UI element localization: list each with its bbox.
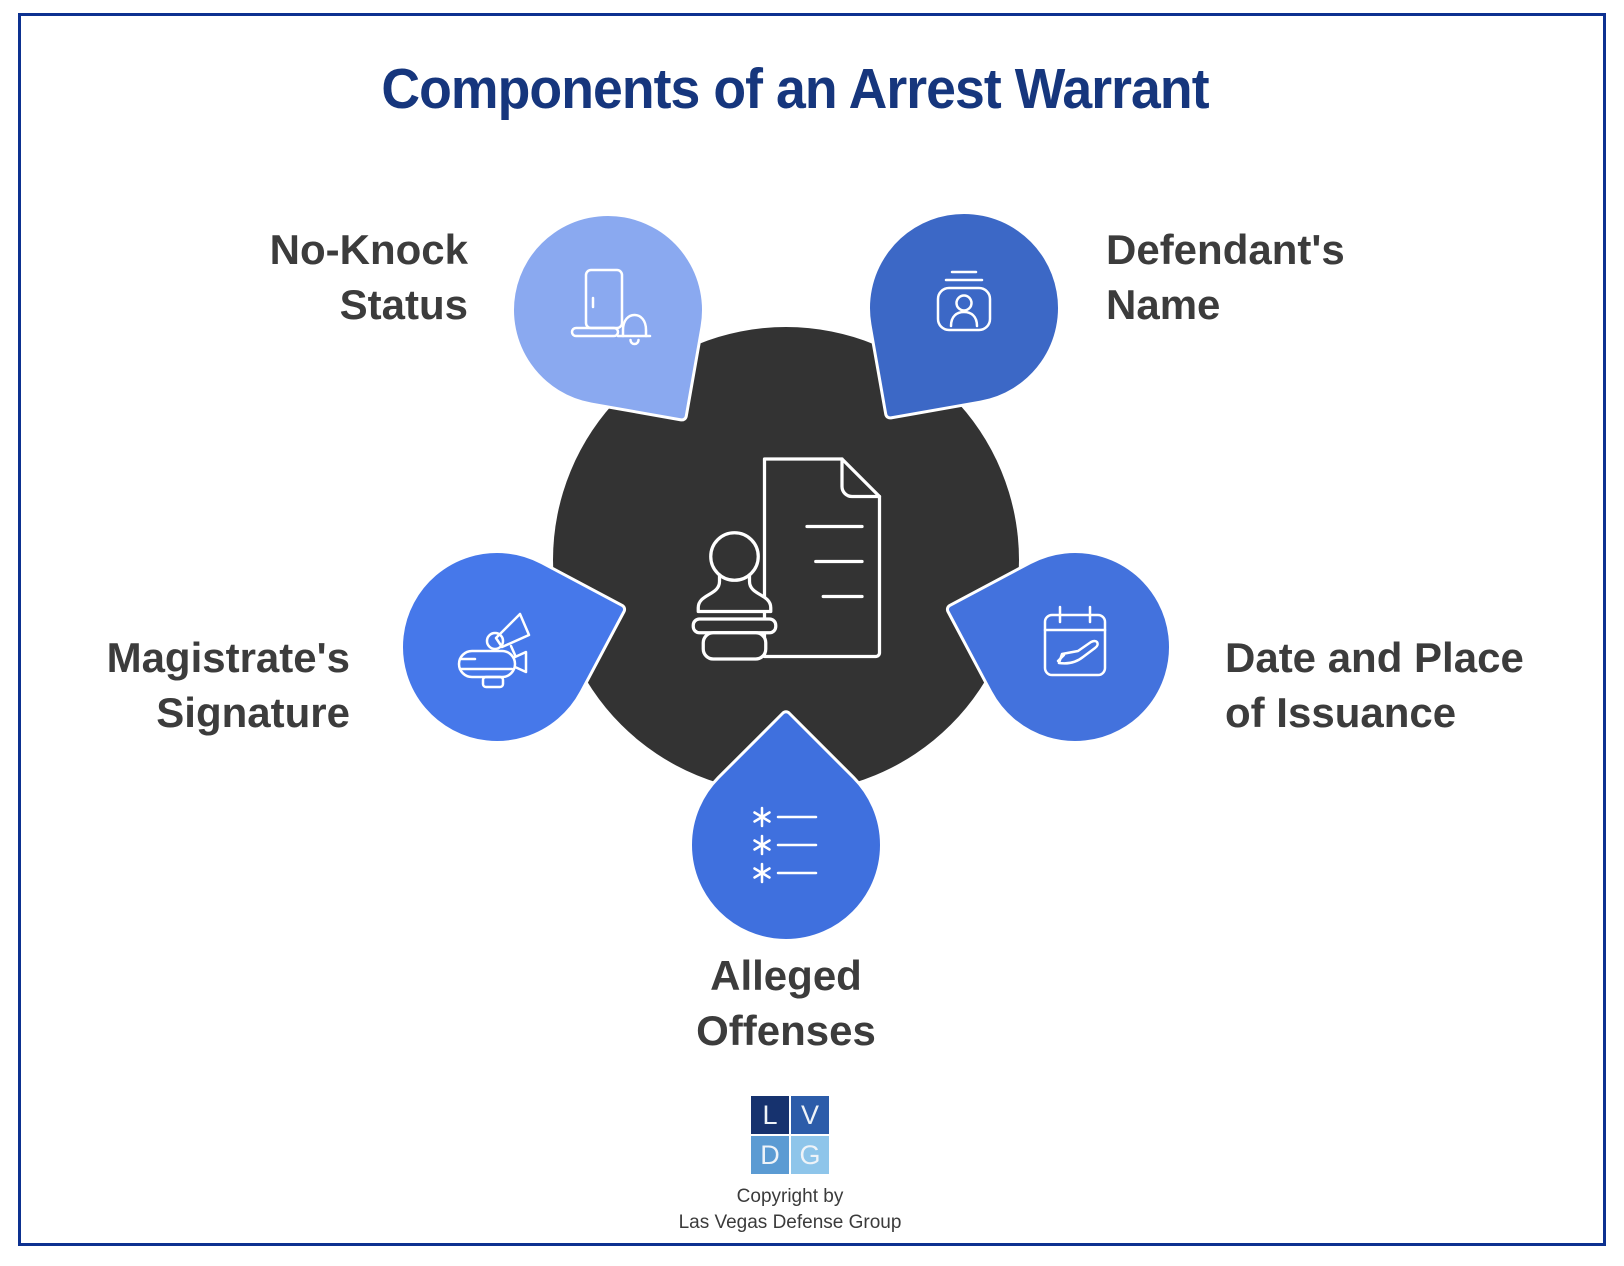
label-magistrates-signature: Magistrate's Signature <box>107 630 350 740</box>
petal-alleged-offenses <box>648 707 924 983</box>
label-defendants-name: Defendant's Name <box>1106 222 1345 332</box>
label-line: Signature <box>156 689 350 736</box>
logo-tile-l: L <box>751 1096 789 1134</box>
page-title: Components of an Arrest Warrant <box>381 57 1209 121</box>
logo-tile-g: G <box>791 1136 829 1174</box>
label-line: Alleged <box>710 952 862 999</box>
petal-defendants-name <box>851 195 1077 421</box>
stamped-warrant-document-icon <box>691 457 882 661</box>
petal-magistrates-signature <box>365 515 629 779</box>
lvdg-logo: L V D G <box>751 1096 829 1174</box>
label-alleged-offenses: Alleged Offenses <box>586 948 986 1058</box>
label-line: Magistrate's <box>106 634 350 681</box>
footer: L V D G Copyright by Las Vegas Defense G… <box>0 1096 1580 1236</box>
label-line: of Issuance <box>1225 689 1457 736</box>
asterisk-list-icon <box>692 751 880 939</box>
logo-tile-v: V <box>791 1096 829 1134</box>
copyright-line: Las Vegas Defense Group <box>678 1212 902 1233</box>
label-date-place-issuance: Date and Place of Issuance <box>1225 630 1524 740</box>
calendar-plane-icon <box>981 553 1169 741</box>
label-line: Offenses <box>696 1007 876 1054</box>
id-card-icon <box>870 214 1058 402</box>
label-line: Date and Place <box>1225 634 1524 681</box>
door-bell-icon <box>514 216 702 404</box>
label-line: Name <box>1106 281 1221 328</box>
logo-tile-d: D <box>751 1136 789 1174</box>
label-line: No-Knock <box>269 226 468 273</box>
copyright-text: Copyright by Las Vegas Defense Group <box>679 1184 902 1236</box>
label-line: Status <box>339 281 468 328</box>
label-line: Defendant's <box>1106 226 1345 273</box>
petal-no-knock-status <box>495 197 721 423</box>
copyright-line: Copyright by <box>736 1186 844 1207</box>
petal-date-place-issuance <box>943 515 1207 779</box>
label-no-knock-status: No-Knock Status <box>270 222 468 332</box>
megaphone-blimp-icon <box>403 553 591 741</box>
